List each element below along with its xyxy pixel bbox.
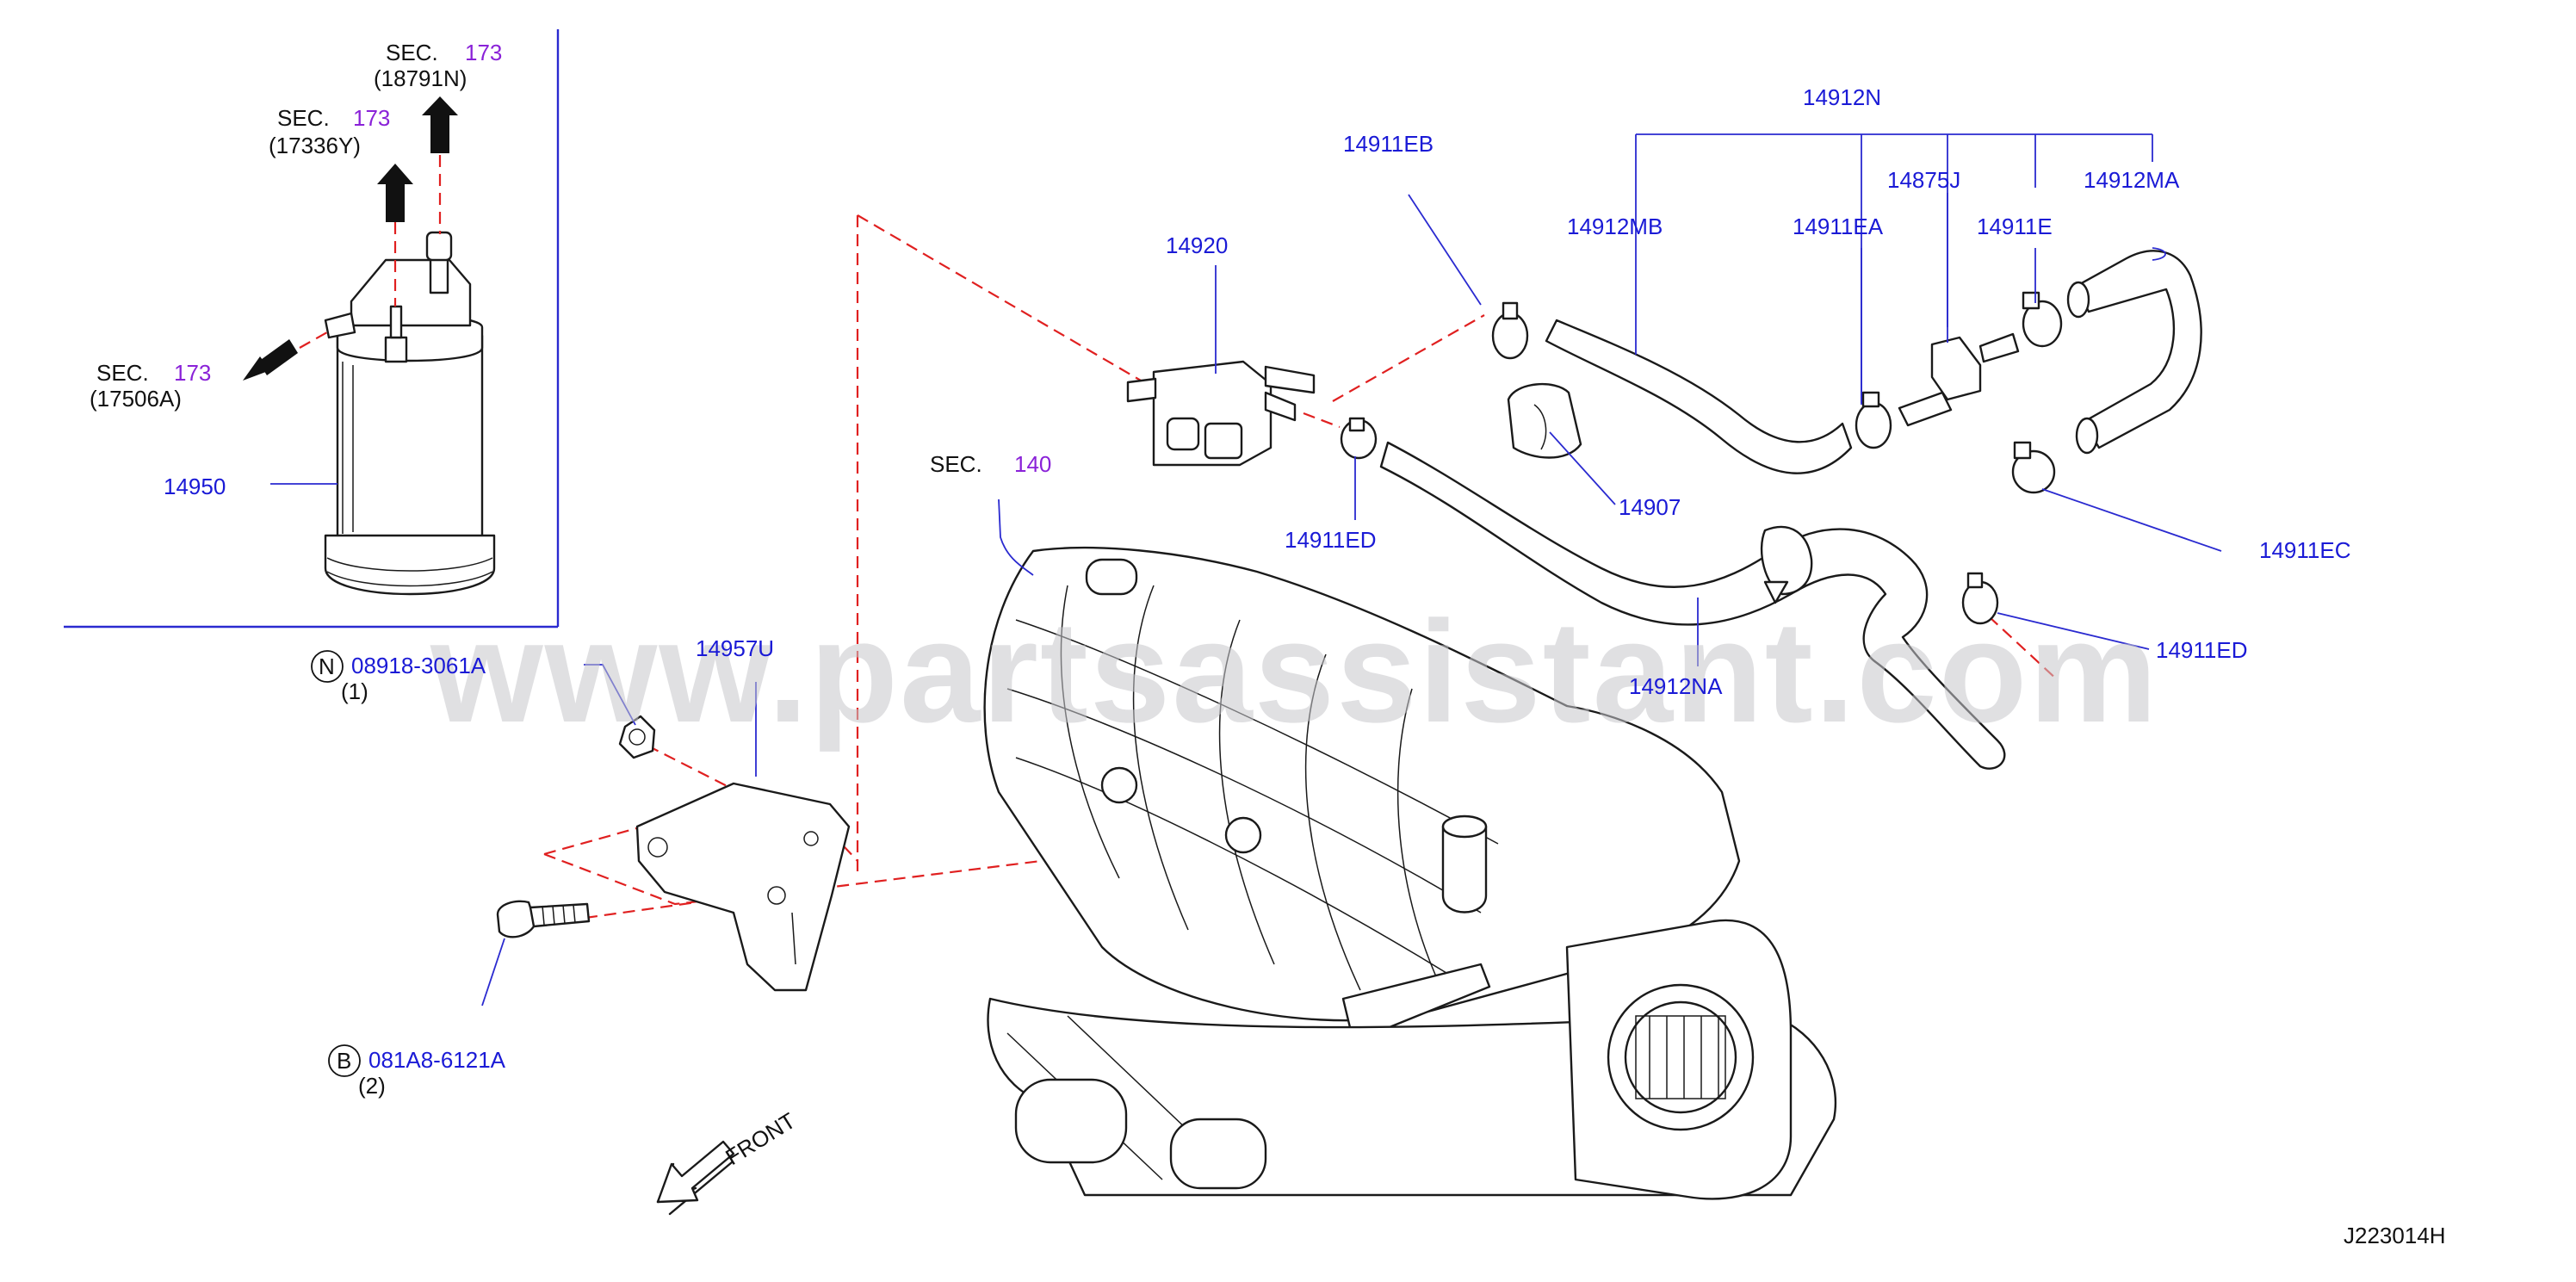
diagram-id: J223014H	[2344, 1223, 2446, 1248]
sec-label: SEC.	[930, 451, 982, 477]
sec-code: (17506A)	[90, 386, 182, 412]
clamp-14911E	[2022, 291, 2063, 348]
nut-badge-circle	[311, 650, 344, 683]
sec-label: SEC.	[96, 360, 149, 386]
connector-14875J	[1898, 332, 2020, 427]
callout-sec173-17506A: SEC. 173 (17506A)	[90, 360, 211, 412]
callout-sec173-17336Y: SEC. 173 (17336Y)	[269, 105, 390, 158]
canister-inset-border	[64, 29, 560, 629]
part-number-14912NA: 14912NA	[1629, 673, 1723, 699]
sec-code: (17336Y)	[269, 133, 361, 158]
purge-control-valve	[1126, 360, 1316, 467]
part-number-14950: 14950	[164, 474, 226, 499]
flange-nut	[618, 715, 656, 759]
bracket-14907	[1507, 382, 1582, 459]
watermark-text: www.partsassistant.com	[430, 591, 2159, 752]
part-number-14911ED: 14911ED	[1285, 527, 1377, 553]
callout-nut: N 08918-3061A (1)	[311, 650, 486, 704]
sec-number: 173	[465, 40, 502, 65]
outlet-arrow-18791N	[422, 96, 458, 153]
canister-reference-lines	[299, 155, 442, 349]
callout-sec140: SEC. 140	[930, 451, 1051, 477]
outlet-arrow-17506A	[243, 339, 298, 381]
front-label: FRONT	[721, 1107, 800, 1170]
evap-canister	[324, 231, 496, 596]
sec-label: SEC.	[277, 105, 330, 131]
part-number-14911ED: 14911ED	[2156, 637, 2248, 663]
flange-bolt	[496, 900, 591, 938]
bolt-quantity: (2)	[358, 1073, 386, 1099]
clamp-14911EA	[1855, 391, 1892, 449]
sec-number: 173	[353, 105, 390, 131]
bolt-badge-circle	[328, 1044, 361, 1077]
part-number-14907: 14907	[1619, 494, 1681, 520]
nut-quantity: (1)	[341, 678, 368, 704]
clamp-14911ED-b	[1961, 572, 1999, 625]
callout-sec173-18791N: SEC. 173 (18791N)	[374, 40, 502, 91]
sec-code: (18791N)	[374, 65, 467, 91]
front-direction-arrow	[656, 1140, 735, 1216]
part-number-14912MA: 14912MA	[2084, 167, 2180, 193]
sec-label: SEC.	[386, 40, 438, 65]
leader-lines	[270, 133, 2222, 1006]
bracket-14957U	[635, 782, 851, 992]
part-number-14911EC: 14911EC	[2259, 537, 2351, 563]
callout-bolt: B 081A8-6121A (2)	[328, 1044, 506, 1099]
clamp-14911EB	[1491, 301, 1529, 360]
clamp-14911ED-a	[1340, 417, 1378, 460]
nut-badge-letter: N	[319, 653, 335, 679]
outlet-arrow-17336Y	[377, 164, 413, 222]
bolt-badge-letter: B	[337, 1048, 351, 1074]
part-number-14957U: 14957U	[696, 635, 774, 661]
part-number-14920: 14920	[1166, 232, 1228, 258]
hose-14912MB	[1545, 319, 1853, 474]
part-number-14911EB: 14911EB	[1343, 131, 1434, 157]
bolt-part-code: 081A8-6121A	[368, 1047, 506, 1073]
sec-number: 140	[1014, 451, 1051, 477]
hose-14912MA	[2066, 250, 2202, 455]
part-number-14912MB: 14912MB	[1567, 214, 1663, 239]
part-number-14912N: 14912N	[1803, 84, 1881, 110]
sec-number: 173	[174, 360, 211, 386]
part-number-14911E: 14911E	[1977, 214, 2053, 239]
hose-14912NA	[1379, 441, 2006, 770]
part-number-14875J: 14875J	[1887, 167, 1960, 193]
part-number-14911EA: 14911EA	[1793, 214, 1884, 239]
nut-part-code: 08918-3061A	[351, 653, 486, 678]
intake-manifold	[983, 546, 1837, 1200]
clamp-14911EC	[2011, 441, 2056, 494]
